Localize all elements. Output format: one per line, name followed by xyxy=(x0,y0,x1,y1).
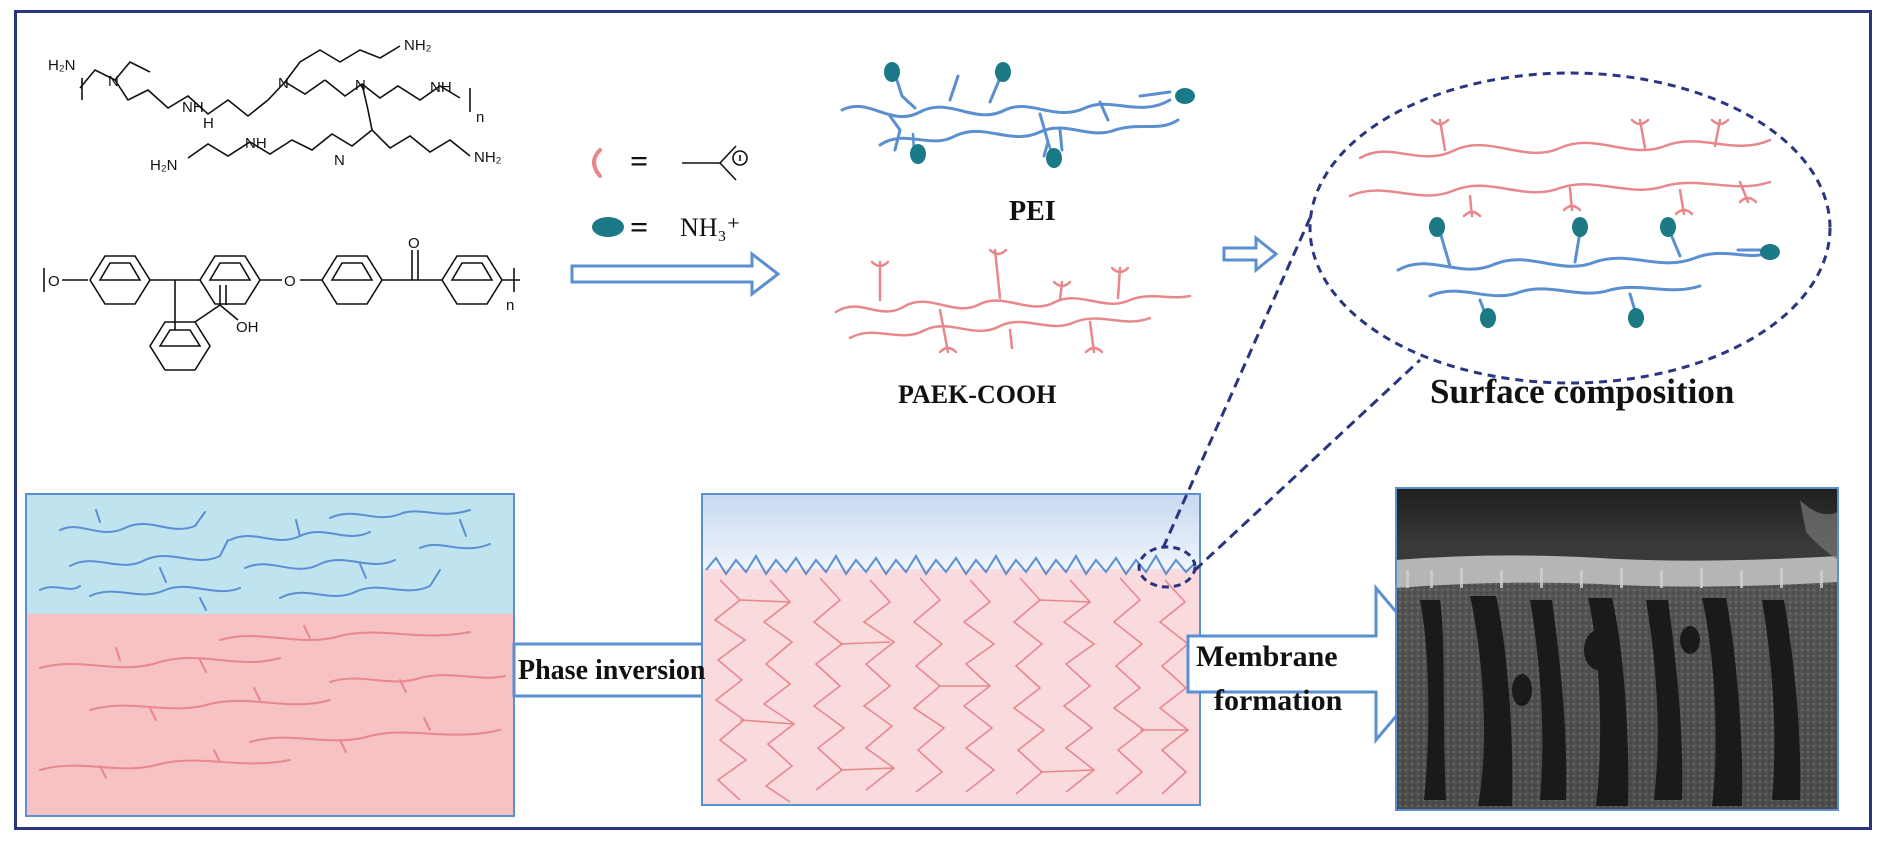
pei-group: H₂N xyxy=(48,57,76,74)
pei-chain-illustration xyxy=(840,72,1180,158)
paek-group: n xyxy=(506,297,514,314)
zoom-line xyxy=(1193,358,1422,572)
figure-frame xyxy=(14,10,1872,830)
right-arrow-icon xyxy=(1222,234,1279,274)
membrane-box xyxy=(701,493,1201,806)
casting-solution-box xyxy=(25,493,515,817)
pei-group: NH xyxy=(245,135,267,152)
right-arrow-icon xyxy=(570,250,781,298)
paek-chemical-structure: O O O OH n xyxy=(43,235,520,371)
sem-micrograph-image xyxy=(1395,487,1839,811)
surface-ammonium-groups xyxy=(1429,217,1780,328)
paek-group: O xyxy=(48,273,60,290)
pei-label: PEI xyxy=(1009,196,1056,227)
surface-pei-chain xyxy=(1396,230,1772,318)
ammonium-symbol-icon xyxy=(592,217,624,237)
pei-group: H₂N xyxy=(150,157,178,174)
paek-group: O xyxy=(284,273,296,290)
pei-group: N xyxy=(334,152,345,169)
legend-equals: = xyxy=(630,143,648,179)
ammonium-label: NH₃⁺ xyxy=(680,213,740,242)
pei-group: N xyxy=(108,73,119,90)
surface-composition-ellipse xyxy=(1308,71,1832,385)
pei-group: N xyxy=(355,77,366,94)
membrane-formation-label-line2: formation xyxy=(1214,684,1343,717)
paek-chain-illustration xyxy=(834,248,1192,354)
carboxylate-symbol-icon xyxy=(592,148,602,178)
surface-composition-label: Surface composition xyxy=(1430,372,1735,411)
pei-group: NH xyxy=(182,99,204,116)
paek-group: OH xyxy=(236,319,259,336)
surface-paek-chain xyxy=(1348,118,1772,218)
paek-cooh-label: PAEK-COOH xyxy=(898,380,1057,409)
paek-group: O xyxy=(408,235,420,252)
membrane-formation-label-line1: Membrane xyxy=(1196,640,1338,673)
carboxylate-structure-icon xyxy=(682,145,748,181)
legend-equals: = xyxy=(630,209,648,245)
pei-group: N xyxy=(278,75,289,92)
pei-chemical-structure: H₂N NH₂ N N N NH H NH H₂N NH₂ NH N n xyxy=(48,37,502,174)
pei-group: n xyxy=(476,109,484,126)
legend: = = NH₃⁺ xyxy=(570,143,781,298)
pei-group: NH₂ xyxy=(474,149,502,166)
phase-inversion-label: Phase inversion xyxy=(518,655,706,686)
zoom-line xyxy=(1161,217,1312,549)
pei-group: NH₂ xyxy=(404,37,432,54)
pei-ammonium-groups xyxy=(884,62,1195,168)
pei-group: NH xyxy=(430,79,452,96)
pei-group: H xyxy=(203,115,214,132)
